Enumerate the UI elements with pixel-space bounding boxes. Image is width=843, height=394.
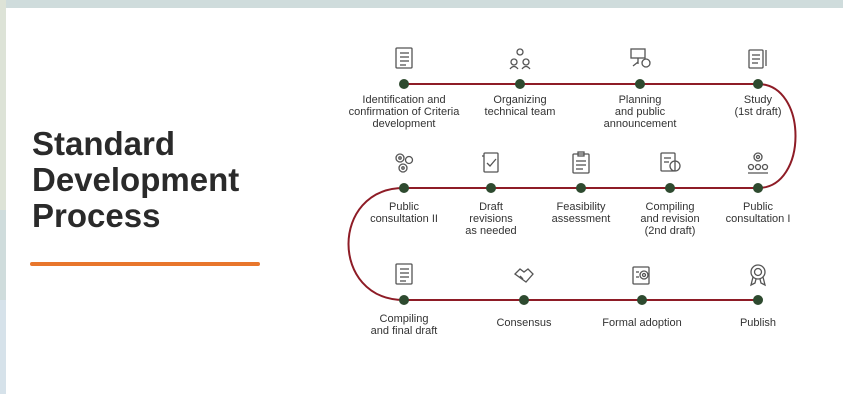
clipboard-icon [572, 151, 590, 174]
step-node [635, 79, 645, 89]
gears-icon [395, 153, 414, 173]
step-node [753, 183, 763, 193]
step-label-planning: Planning and public announcement [603, 94, 677, 130]
step-label-identification: Identification and confirmation of Crite… [348, 94, 460, 130]
title-underline [30, 262, 260, 266]
step-node [753, 79, 763, 89]
award-icon [750, 264, 766, 287]
checklist-icon [395, 263, 413, 285]
step-node [665, 183, 675, 193]
step-node [399, 295, 409, 305]
step-node [399, 79, 409, 89]
handshake-icon [514, 268, 534, 283]
planning-icon [630, 48, 651, 68]
step-label-study: Study (1st draft) [734, 94, 782, 118]
step-label-publish: Publish [739, 317, 777, 329]
team-icon [509, 48, 531, 70]
step-node [399, 183, 409, 193]
step-node [486, 183, 496, 193]
revision-icon [482, 152, 499, 173]
step-label-public-consultation-1: Public consultation I [725, 201, 791, 225]
step-label-public-consultation-2: Public consultation II [370, 201, 438, 225]
left-accent-strip [0, 0, 6, 210]
step-node [576, 183, 586, 193]
step-node [515, 79, 525, 89]
compile-icon [660, 152, 681, 172]
document-list-icon [395, 47, 413, 69]
step-label-compiling-final: Compiling and final draft [370, 313, 438, 337]
slide-card [6, 8, 843, 394]
step-node [753, 295, 763, 305]
notepad-pencil-icon [748, 49, 767, 69]
people-gear-icon [747, 152, 769, 174]
left-accent-strip-lower [0, 300, 6, 394]
target-board-icon [632, 266, 650, 285]
step-label-consensus: Consensus [496, 317, 552, 329]
step-node [637, 295, 647, 305]
step-node [519, 295, 529, 305]
step-label-formal-adoption: Formal adoption [602, 317, 682, 329]
step-label-feasibility: Feasibility assessment [551, 201, 611, 225]
step-label-draft-revisions: Draft revisions as needed [465, 201, 517, 237]
step-label-compiling-revision: Compiling and revision (2nd draft) [640, 201, 700, 237]
slide-title: Standard Development Process [32, 125, 240, 234]
step-label-organizing: Organizing technical team [484, 94, 556, 118]
